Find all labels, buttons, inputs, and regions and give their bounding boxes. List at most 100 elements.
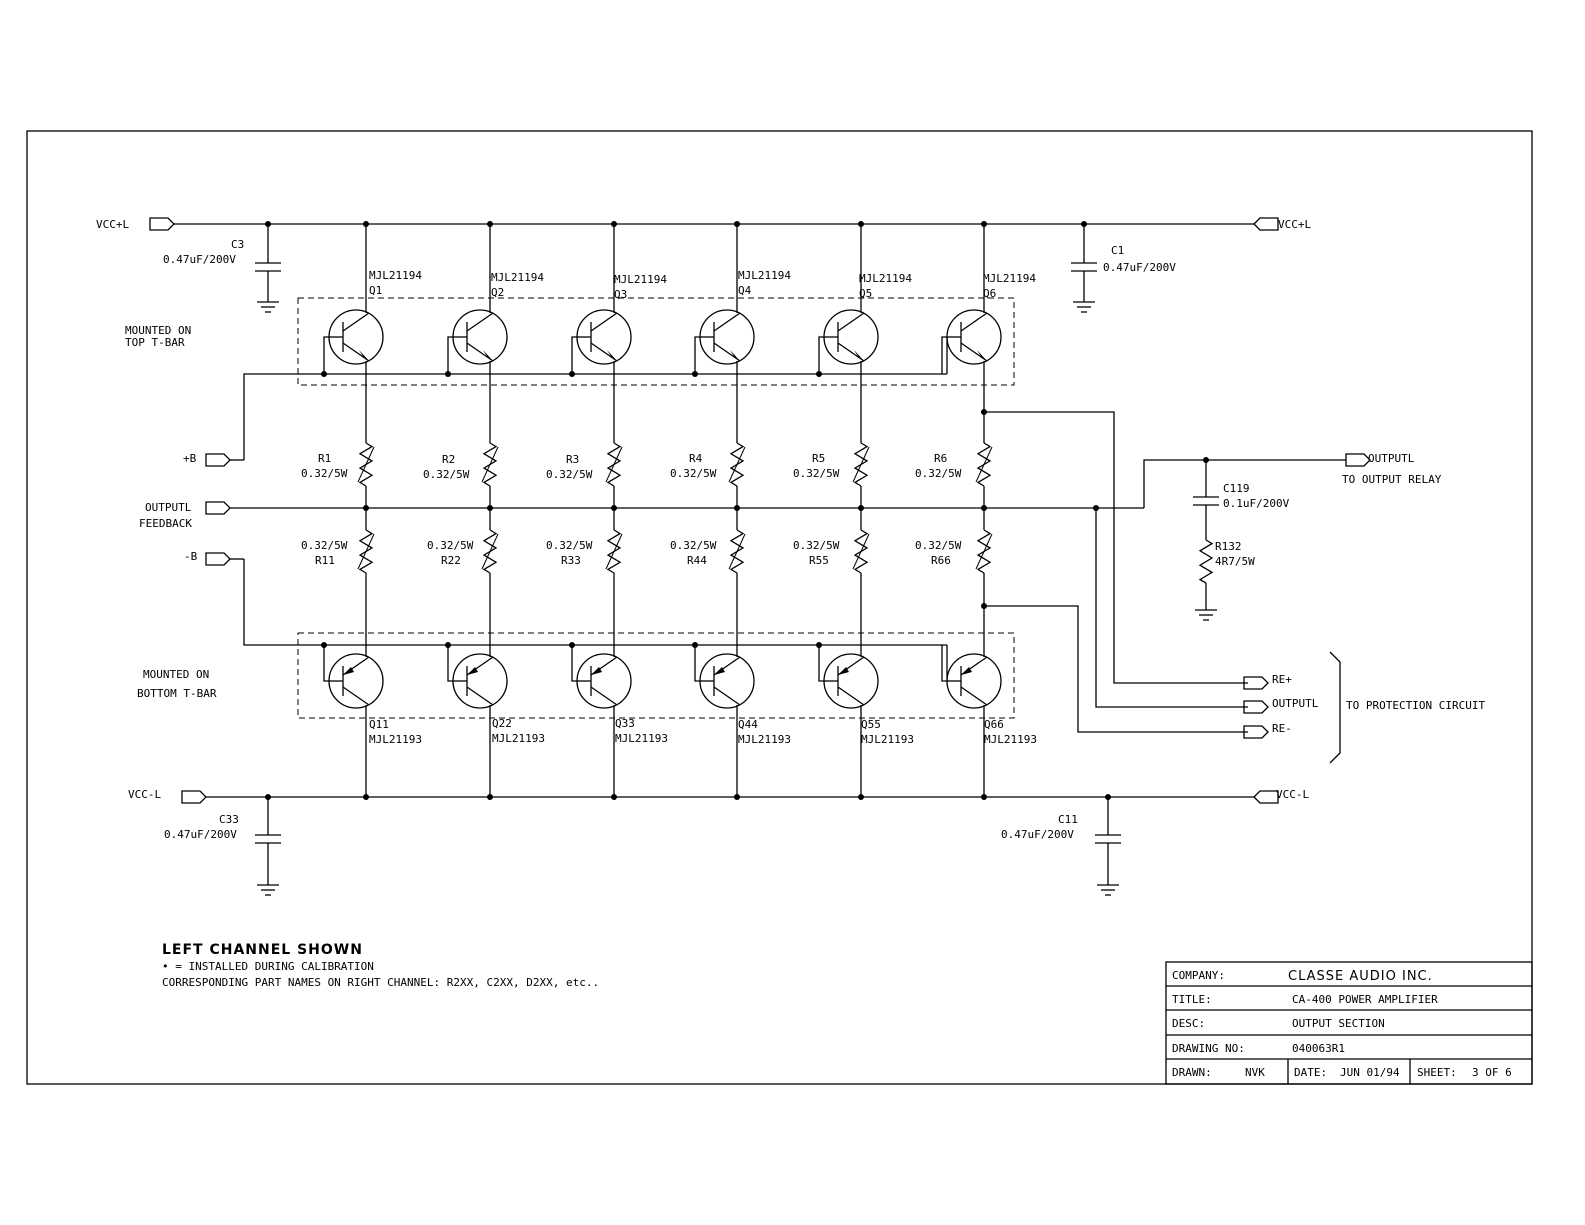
junction-dot xyxy=(734,794,740,800)
notes-heading: LEFT CHANNEL SHOWN xyxy=(162,942,363,958)
sheet-label: SHEET: xyxy=(1417,1066,1457,1079)
r22-value: 0.32/5W xyxy=(427,539,474,552)
q6-ref: Q6 xyxy=(983,287,996,300)
date-label: DATE: xyxy=(1294,1066,1327,1079)
c119-ref: C119 xyxy=(1223,482,1250,495)
minus-b-bus xyxy=(243,559,947,646)
q-top-4-collector xyxy=(713,312,741,332)
c33-value: 0.47uF/200V xyxy=(164,828,237,841)
bottom-t-bar-outline xyxy=(297,632,1015,719)
vcc-plus-right-port xyxy=(1253,217,1279,231)
re-plus-line xyxy=(984,411,1248,684)
r66-value: 0.32/5W xyxy=(915,539,962,552)
r1-ref: R1 xyxy=(318,452,331,465)
q4-ref: Q4 xyxy=(738,284,752,297)
base-link xyxy=(323,645,329,682)
r5-value: 0.32/5W xyxy=(793,467,840,480)
c1-value: 0.47uF/200V xyxy=(1103,261,1176,274)
q44-part: MJL21193 xyxy=(738,733,791,746)
q3-part: MJL21194 xyxy=(614,273,667,286)
base-link xyxy=(818,336,824,374)
q33-ref: Q33 xyxy=(615,717,635,730)
r-upper-1-calibration-mark xyxy=(357,446,375,483)
desc-label: DESC: xyxy=(1172,1017,1205,1030)
q-bot-4-arrow xyxy=(714,667,725,675)
c33-ref: C33 xyxy=(219,813,239,826)
plus-b-bus xyxy=(243,373,947,460)
r11-value: 0.32/5W xyxy=(301,539,348,552)
drawing-no-value: 040063R1 xyxy=(1292,1042,1345,1055)
base-link xyxy=(447,336,453,374)
r33-ref: R33 xyxy=(561,554,581,567)
company-name: CLASSE AUDIO INC. xyxy=(1288,969,1433,984)
junction-dot xyxy=(611,794,617,800)
q-bot-3-arrow xyxy=(591,667,602,675)
junction-dot xyxy=(858,794,864,800)
r-upper-3-calibration-mark xyxy=(605,446,623,483)
wiring xyxy=(174,221,1346,885)
drawing-no-label: DRAWING NO: xyxy=(1172,1042,1245,1055)
protection-note: TO PROTECTION CIRCUIT xyxy=(1346,699,1485,712)
q-bot-1-emitter xyxy=(342,686,370,706)
q55-part: MJL21193 xyxy=(861,733,914,746)
r-upper-6-calibration-mark xyxy=(975,446,993,483)
q66-part: MJL21193 xyxy=(984,733,1037,746)
q11-part: MJL21193 xyxy=(369,733,422,746)
q-bot-6-emitter xyxy=(960,686,988,706)
r6-value: 0.32/5W xyxy=(915,467,962,480)
base-link xyxy=(941,645,947,682)
lower-resistor-labels: 0.32/5W R11 0.32/5W R22 0.32/5W R33 0.32… xyxy=(301,539,962,567)
r55-ref: R55 xyxy=(809,554,829,567)
q33-part: MJL21193 xyxy=(615,732,668,745)
output-protect-label: OUTPUTL xyxy=(1272,697,1319,710)
r132-body xyxy=(1198,539,1214,584)
q5-part: MJL21194 xyxy=(859,272,912,285)
base-link xyxy=(447,645,453,682)
r1-value: 0.32/5W xyxy=(301,467,348,480)
base-link xyxy=(818,645,824,682)
notes-line1: • = INSTALLED DURING CALIBRATION xyxy=(162,960,374,973)
q-bot-3-emitter xyxy=(590,686,618,706)
q-top-1-arrow xyxy=(359,350,369,361)
base-link xyxy=(571,336,577,374)
r2-ref: R2 xyxy=(442,453,455,466)
notes-line2: CORRESPONDING PART NAMES ON RIGHT CHANNE… xyxy=(162,976,599,989)
r3-value: 0.32/5W xyxy=(546,468,593,481)
q-top-2-collector xyxy=(466,312,494,332)
vcc-minus-right-port xyxy=(1253,790,1279,804)
q11-ref: Q11 xyxy=(369,718,389,731)
vcc-minus-left-label: VCC-L xyxy=(128,788,161,801)
top-mount-note-line1: MOUNTED ON xyxy=(125,324,191,337)
vcc-minus-right-label: VCC-L xyxy=(1276,788,1309,801)
c1-ref: C1 xyxy=(1111,244,1124,257)
r44-value: 0.32/5W xyxy=(670,539,717,552)
output-relay-label: OUTPUTL xyxy=(1368,452,1415,465)
q-top-5-arrow xyxy=(854,350,864,361)
plus-b-label: +B xyxy=(183,452,197,465)
minus-b-label: -B xyxy=(184,550,198,563)
company-label: COMPANY: xyxy=(1172,969,1225,982)
output-relay-line xyxy=(1143,459,1346,508)
r33-value: 0.32/5W xyxy=(546,539,593,552)
drawn-label: DRAWN: xyxy=(1172,1066,1212,1079)
re-plus-label: RE+ xyxy=(1272,673,1292,686)
protection-bracket xyxy=(1329,651,1341,764)
r6-ref: R6 xyxy=(934,452,947,465)
r-lower-2-calibration-mark xyxy=(481,533,499,570)
vcc-plus-left-port xyxy=(149,217,175,231)
desc-value: OUTPUT SECTION xyxy=(1292,1017,1385,1030)
top-transistor-labels: MJL21194 Q1 MJL21194 Q2 MJL21194 Q3 MJL2… xyxy=(369,269,1036,301)
r11-ref: R11 xyxy=(315,554,335,567)
q-bot-4-emitter xyxy=(713,686,741,706)
bottom-transistor-labels: Q11 MJL21193 Q22 MJL21193 Q33 MJL21193 Q… xyxy=(369,717,1037,746)
output-relay-port xyxy=(1345,453,1371,467)
r44-ref: R44 xyxy=(687,554,707,567)
r-upper-5-calibration-mark xyxy=(852,446,870,483)
q-bot-5-arrow xyxy=(838,667,849,675)
vcc-plus-left-label: VCC+L xyxy=(96,218,129,231)
q6-part: MJL21194 xyxy=(983,272,1036,285)
re-plus-port xyxy=(1243,676,1269,690)
q-top-6-collector xyxy=(960,312,988,332)
c3-ref: C3 xyxy=(231,238,244,251)
base-link xyxy=(571,645,577,682)
